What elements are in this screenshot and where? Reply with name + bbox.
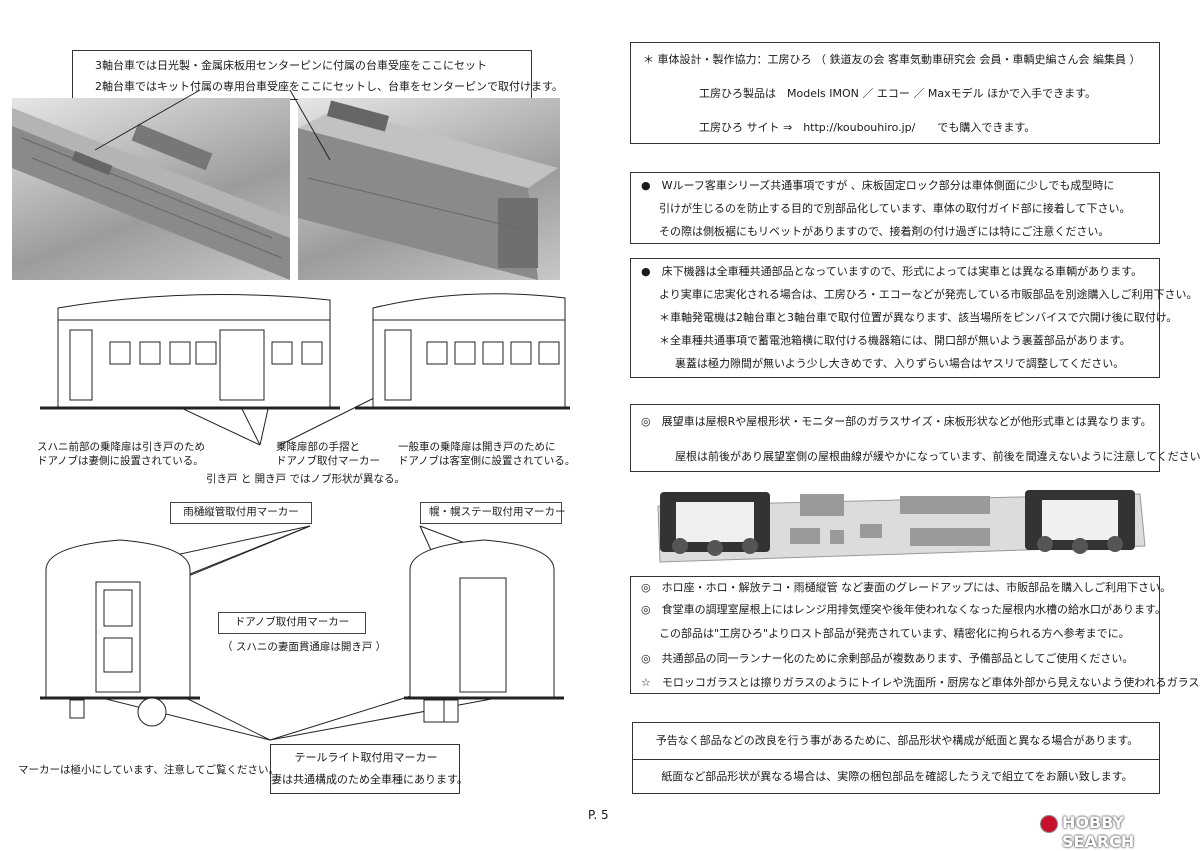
rain-gutter-marker-label: 雨樋縦管取付用マーカー bbox=[170, 502, 312, 524]
tail-light-marker-line-2: 妻は共通構成のため全車種にあります。 bbox=[271, 773, 468, 786]
door-knob-marker-label: ドアノブ取付用マーカー bbox=[218, 612, 366, 634]
end-elevation-suhani bbox=[40, 539, 200, 727]
bogie-seat-instruction-box: 3軸台車では日光製・金属床板用センターピンに付属の台車受座をここにセット 2軸台… bbox=[72, 50, 563, 100]
observation-car-box: ◎ 展望車は屋根Rや屋根形状・モニター部のガラスサイズ・床板形状などが他形式車と… bbox=[630, 404, 1200, 472]
credit-line-3: 工房ひろ サイト ⇒ http://koubouhiro.jp/ でも購入できま… bbox=[699, 121, 1036, 134]
floor-lock-line-2: 引けが生じるのを防止する目的で別部品化しています、車体の取付ガイド部に接着して下… bbox=[659, 202, 1131, 215]
grade-up-line-4: ◎ 共通部品の同一ランナー化のために余剰部品が複数あります、予備部品としてご使用… bbox=[641, 652, 1134, 665]
credit-line-2: 工房ひろ製品は Models IMON ／ エコー ／ Maxモデル ほかで入手… bbox=[699, 87, 1096, 100]
knob-shape-note: 引き戸 と 開き戸 ではノブ形状が異なる。 bbox=[206, 473, 406, 485]
standard-door-note-2: ドアノブは客室側に設置されている。 bbox=[398, 455, 576, 467]
grade-up-line-5: ☆ モロッコガラスとは擦りガラスのようにトイレや洗面所・厨房など車体外部から見え… bbox=[641, 676, 1200, 689]
standard-door-note-1: 一般車の乗降扉は開き戸のために bbox=[398, 441, 556, 453]
grade-up-notes-box: ◎ ホロ座・ホロ・解放テコ・雨樋縦管 など妻面のグレードアップには、市販部品を購… bbox=[630, 576, 1200, 694]
floor-lock-box: ● Wルーフ客車シリーズ共通事項ですが 、床板固定ロック部分は車体側面に少しでも… bbox=[630, 172, 1160, 244]
marker-size-note: マーカーは極小にしています、注意してご覧ください。 bbox=[18, 764, 280, 776]
grade-up-line-2: ◎ 食堂車の調理室屋根上にはレンジ用排気煙突や後年使われなくなった屋根内水槽の給… bbox=[641, 603, 1166, 616]
side-elevation-suhani bbox=[40, 294, 340, 410]
disclaimer-divider bbox=[633, 759, 1159, 760]
floor-lock-line-3: その際は側板裾にもリベットがありますので、接着剤の付け過ぎには特にご注意ください… bbox=[659, 225, 1110, 238]
disclaimer-line-1: 予告なく部品などの改良を行う事があるために、部品形状や構成が紙面と異なる場合があ… bbox=[655, 734, 1139, 747]
underframe-photo-right-drawing bbox=[298, 100, 558, 280]
watermark-logo-icon bbox=[1040, 815, 1058, 833]
underframe-photo-right bbox=[298, 98, 560, 280]
bogie-seat-line-1: 3軸台車では日光製・金属床板用センターピンに付属の台車受座をここにセット bbox=[95, 59, 487, 72]
handrail-marker-note-2: ドアノブ取付マーカー bbox=[276, 455, 381, 467]
disclaimer-box: 予告なく部品などの改良を行う事があるために、部品形状や構成が紙面と異なる場合があ… bbox=[632, 722, 1160, 794]
handrail-marker-note-1: 乗降扉部の手摺と bbox=[276, 441, 360, 453]
observation-line-2: 屋根は前後があり展望室側の屋根曲線が緩やかになっています、前後を間違えないように… bbox=[675, 450, 1200, 463]
underfloor-line-3: ＊車軸発電機は2軸台車と3軸台車で取付位置が異なります、該当場所をピンバイスで穴… bbox=[659, 311, 1178, 324]
side-elevation-standard bbox=[355, 293, 570, 410]
grade-up-line-3: この部品は"工房ひろ"よりロスト部品が発売されています、精密化に拘られる方へ参考… bbox=[659, 627, 1130, 640]
suhani-door-note-2: ドアノブは妻側に設置されている。 bbox=[37, 455, 204, 467]
underfloor-line-2: より実車に忠実化される場合は、工房ひろ・エコーなどが発売している市販部品を別途購… bbox=[659, 288, 1198, 301]
credit-box: ＊ 車体設計・製作協力：工房ひろ （ 鉄道友の会 客車気動車研究会 会員・車輌史… bbox=[630, 42, 1160, 144]
suhani-door-note-1: スハニ前部の乗降扉は引き戸のため bbox=[37, 441, 205, 453]
floor-parts-photo-drawing bbox=[657, 490, 1146, 563]
disclaimer-line-2: 紙面など部品形状が異なる場合は、実際の梱包部品を確認したうえで組立てをお願い致し… bbox=[661, 770, 1133, 783]
page-number: P. 5 bbox=[588, 808, 609, 822]
underfloor-line-5: 裏蓋は極力隙間が無いよう少し大きめです、入りずらい場合はヤスリで調整してください… bbox=[675, 357, 1125, 370]
underfloor-equipment-box: ● 床下機器は全車種共通部品となっていますので、形式によっては実車とは異なる車輌… bbox=[630, 258, 1197, 378]
end-elevation-standard bbox=[404, 539, 564, 723]
tail-light-marker-line-1: テールライト取付用マーカー bbox=[294, 751, 438, 764]
bogie-seat-line-2: 2軸台車ではキット付属の専用台車受座をここにセットし、台車をセンターピンで取付け… bbox=[95, 80, 563, 93]
watermark-text: HOBBY SEARCH bbox=[1062, 813, 1135, 851]
underframe-photo-left bbox=[12, 98, 290, 280]
credit-line-1: ＊ 車体設計・製作協力：工房ひろ （ 鉄道友の会 客車気動車研究会 会員・車輌史… bbox=[643, 53, 1141, 66]
floor-lock-line-1: ● Wルーフ客車シリーズ共通事項ですが 、床板固定ロック部分は車体側面に少しでも… bbox=[641, 179, 1115, 192]
floor-parts-photo bbox=[640, 486, 1150, 568]
door-knob-marker-sub: （ スハニの妻面貫通扉は開き戸 ） bbox=[222, 641, 387, 653]
observation-line-1: ◎ 展望車は屋根Rや屋根形状・モニター部のガラスサイズ・床板形状などが他形式車と… bbox=[641, 415, 1152, 428]
tail-light-marker-box: テールライト取付用マーカー 妻は共通構成のため全車種にあります。 bbox=[270, 744, 468, 794]
underfloor-line-1: ● 床下機器は全車種共通部品となっていますので、形式によっては実車とは異なる車輌… bbox=[641, 265, 1143, 278]
underframe-photo-left-drawing bbox=[12, 108, 290, 280]
underfloor-line-4: ＊全車種共通事項で蓄電池箱横に取付ける機器箱には、開口部が無いよう裏蓋部品があり… bbox=[659, 334, 1131, 347]
grade-up-line-1: ◎ ホロ座・ホロ・解放テコ・雨樋縦管 など妻面のグレードアップには、市販部品を購… bbox=[641, 581, 1172, 594]
hood-marker-label: 幌・幌ステー取付用マーカー bbox=[420, 502, 566, 524]
